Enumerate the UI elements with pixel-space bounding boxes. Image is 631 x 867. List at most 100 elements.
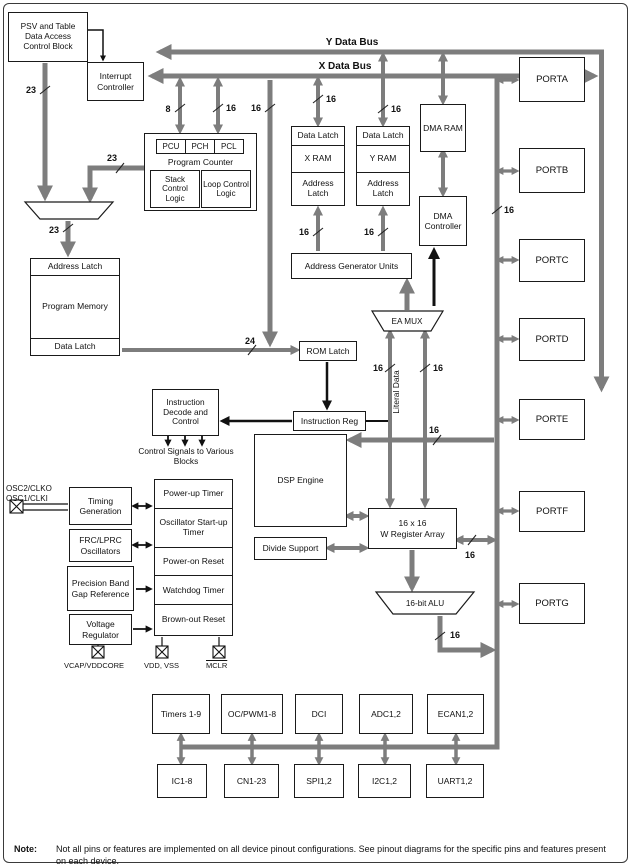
pc-register-pcl: PCL [213,139,244,154]
w-register-array-line1: 16 x 16 [398,518,427,529]
pc-register-pch: PCH [184,139,215,154]
width-yram: 16 [391,104,401,114]
port-box-a: PORTA [519,57,585,102]
peripheral-dci: DCI [295,694,343,734]
footnote: Note: Not all pins or features are imple… [14,844,610,867]
vdd-vss-pad-icon [155,645,169,659]
width-eamux-right: 16 [433,363,443,373]
program-memory: Program Memory [30,274,120,339]
block-agu: Address Generator Units [291,253,412,279]
width-pc-left: 23 [107,153,117,163]
peripheral-uart: UART1,2 [426,764,484,798]
block-interrupt-controller: Interrupt Controller [87,62,144,101]
pad-lines [23,503,220,646]
block-rom-latch: ROM Latch [299,341,357,361]
block-instruction-decode: Instruction Decode and Control [152,389,219,436]
vcap-label: VCAP/VDDCORE [64,661,125,670]
block-dma-ram: DMA RAM [420,104,466,152]
block-dsp-engine: DSP Engine [254,434,347,527]
width-agu-left: 16 [299,227,309,237]
width-xram: 16 [326,94,336,104]
ea-mux-label: EA MUX [392,317,423,326]
y-data-bus-label: Y Data Bus [326,37,379,48]
footnote-label: Note: [14,844,37,854]
reset-section-lines [131,502,153,633]
block-yram-group: Data Latch Y RAM Address Latch [356,126,410,206]
port-box-b: PORTB [519,148,585,193]
block-voltage-regulator: Voltage Regulator [69,614,132,645]
mclr-pad-icon [212,645,226,659]
peripheral-ecan: ECAN1,2 [427,694,484,734]
width-psv-down: 23 [26,85,36,95]
peripheral-i2c: I2C1,2 [358,764,411,798]
xram-address-latch: Address Latch [291,171,345,206]
block-brown-out-reset: Brown-out Reset [154,604,233,637]
width-eamux-left: 16 [373,363,383,373]
bus-width-ticks [39,85,503,641]
width-rom: 24 [245,336,255,346]
width-xbus-down: 16 [251,103,261,113]
block-watchdog-timer: Watchdog Timer [154,575,233,606]
port-box-f: PORTF [519,491,585,532]
osc2-label: OSC2/CLKO [6,484,52,493]
block-band-gap: Precision Band Gap Reference [67,566,134,611]
block-xram-group: Data Latch X RAM Address Latch [291,126,345,206]
block-dma-controller: DMA Controller [419,196,467,246]
port-box-g: PORTG [519,583,585,624]
block-power-up-timer: Power-up Timer [154,479,233,509]
port-box-c: PORTC [519,239,585,282]
osc-pin-labels: OSC2/CLKO OSC1/CLKI [6,484,52,505]
block-power-on-reset: Power-on Reset [154,546,233,577]
width-wreg: 16 [465,550,475,560]
xram-data-latch: Data Latch [291,126,345,146]
block-program-counter-group: PCU PCH PCL Program Counter Stack Contro… [144,133,257,211]
block-loop-control: Loop Control Logic [201,170,251,208]
peripheral-ic: IC1-8 [157,764,207,798]
alu-out-bus [437,616,497,659]
pc-registers: PCU PCH PCL [156,139,244,154]
port-stub-arrows [495,76,520,608]
diagram-border [3,3,628,863]
peripheral-cn: CN1-23 [224,764,279,798]
block-timing-generation: Timing Generation [69,487,132,525]
y-data-bus-line [155,43,610,393]
block-w-register-array: 16 x 16 W Register Array [368,508,457,549]
block-psv: PSV and Table Data Access Control Block [8,12,88,62]
peripheral-adc: ADC1,2 [359,694,413,734]
block-frc-lprc: FRC/LPRC Oscillators [69,529,132,562]
program-counter-label: Program Counter [167,157,234,167]
block-osc-startup-timer: Oscillator Start-up Timer [154,507,233,548]
block-reset-group: Power-up Timer Oscillator Start-up Timer… [154,479,233,637]
peripheral-timers: Timers 1-9 [152,694,210,734]
port-box-e: PORTE [519,399,585,440]
osc1-label: OSC1/CLKI [6,494,48,504]
block-instruction-reg: Instruction Reg [293,411,366,431]
pm-data-latch: Data Latch [30,337,120,356]
mclr-label: MCLR [206,661,228,670]
ea-mux-shape [370,310,445,332]
pc-register-pcu: PCU [156,139,186,154]
peripheral-arrows [176,732,461,766]
block-divide-support: Divide Support [254,537,327,560]
yram: Y RAM [356,144,410,173]
width-pc-8: 8 [165,104,170,114]
width-porte: 16 [429,425,439,435]
alu-label: 16-bit ALU [406,599,444,608]
peripheral-oc-pwm: OC/PWM1-8 [221,694,283,734]
yram-address-latch: Address Latch [356,171,410,206]
literal-data-label: Literal Data [391,370,401,414]
width-agu-right: 16 [364,227,374,237]
block-stack-control: Stack Control Logic [150,170,200,208]
block-program-memory-group: Address Latch Program Memory Data Latch [30,258,120,356]
xram: X RAM [291,144,345,173]
peripheral-spi: SPI1,2 [294,764,344,798]
address-mux-shape [23,201,115,220]
width-portbus: 16 [504,205,514,215]
port-box-d: PORTD [519,318,585,361]
vdd-vss-label: VDD, VSS [144,661,180,670]
width-alu: 16 [450,630,460,640]
pm-address-latch: Address Latch [30,258,120,276]
psv-interrupt-link [88,29,106,62]
